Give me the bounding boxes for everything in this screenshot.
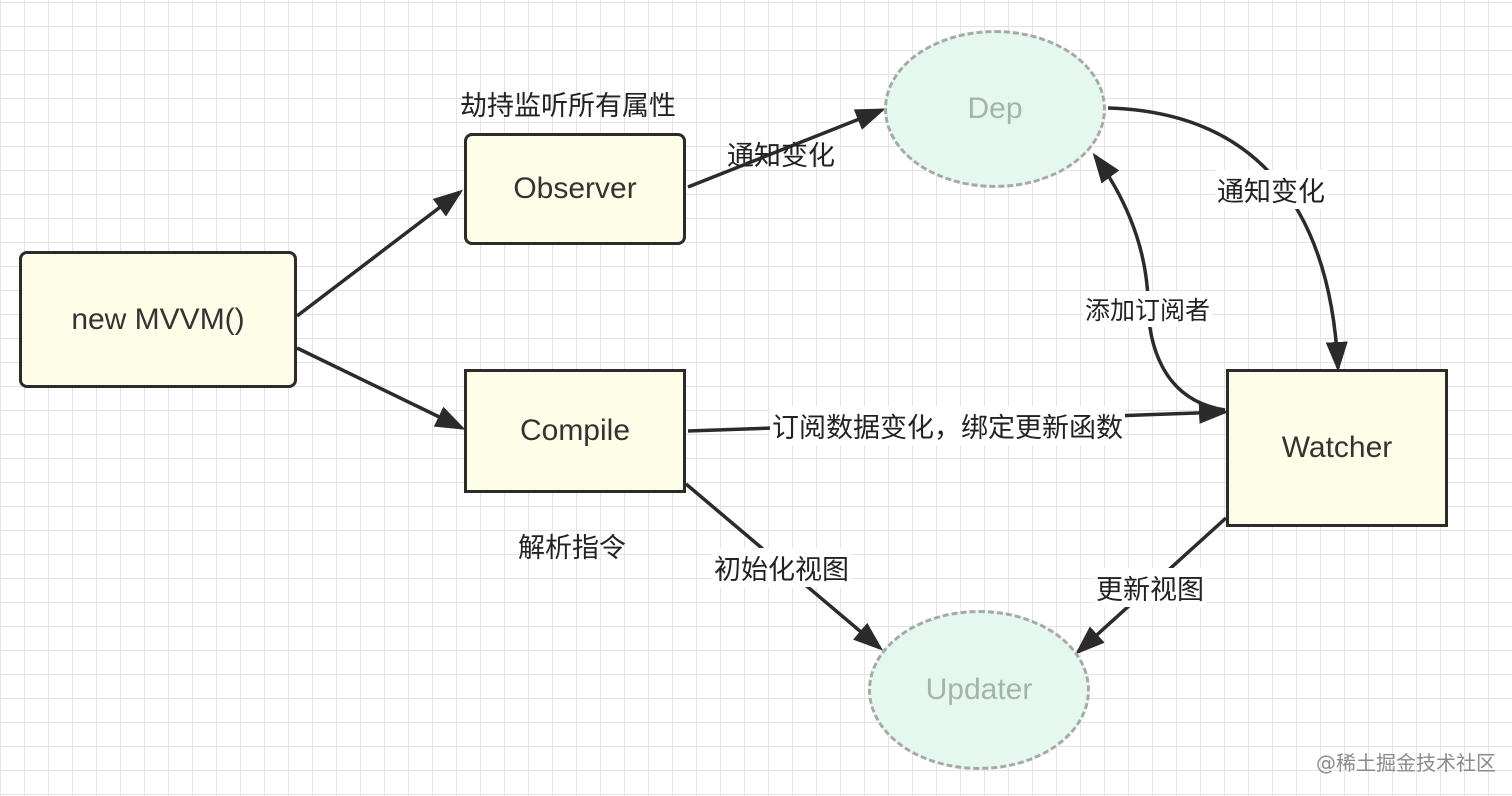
node-compile: Compile [464, 369, 686, 493]
node-observer: Observer [464, 133, 686, 245]
node-updater: Updater [868, 610, 1090, 770]
node-dep-label: Dep [967, 92, 1023, 125]
label-observer-to-dep: 通知变化 [727, 141, 835, 172]
node-dep: Dep [884, 30, 1106, 188]
node-observer-label: Observer [513, 172, 637, 205]
label-compile-desc: 解析指令 [518, 533, 626, 564]
node-watcher-label: Watcher [1281, 431, 1393, 464]
label-watcher-to-updater: 更新视图 [1094, 568, 1206, 607]
node-watcher: Watcher [1226, 369, 1448, 527]
arrow-watcher-dep [1092, 152, 1226, 412]
arrow-mvvm-compile [296, 346, 466, 430]
label-watcher-to-dep: 添加订阅者 [1083, 291, 1213, 327]
arrow-mvvm-observer [295, 189, 464, 318]
label-observer-desc: 劫持监听所有属性 [460, 91, 676, 122]
arrow-observer-dep [687, 108, 886, 189]
arrow-dep-watcher [1107, 106, 1348, 372]
node-mvvm-label: new MVVM() [71, 302, 245, 336]
label-compile-to-updater: 初始化视图 [712, 548, 851, 587]
label-dep-to-watcher: 通知变化 [1215, 170, 1327, 209]
node-updater-label: Updater [925, 673, 1033, 706]
node-compile-label: Compile [519, 414, 631, 447]
watermark: @稀土掘金技术社区 [1316, 751, 1496, 775]
node-mvvm: new MVVM() [19, 251, 297, 388]
label-compile-to-watcher: 订阅数据变化，绑定更新函数 [770, 406, 1125, 445]
